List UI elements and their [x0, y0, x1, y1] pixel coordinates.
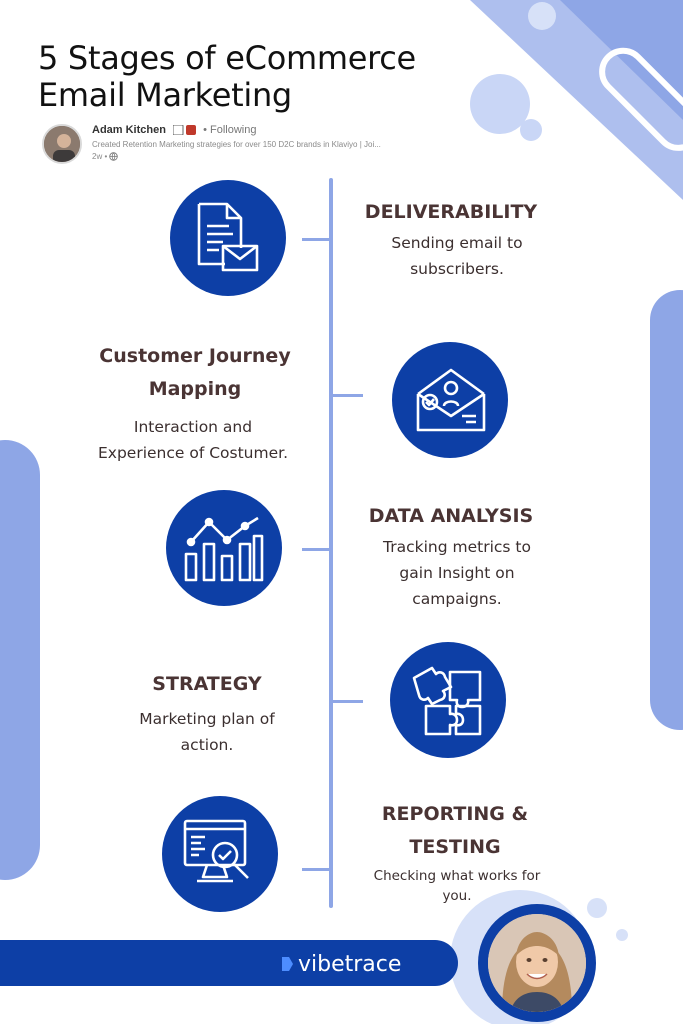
stage-5-desc-line: you. [442, 888, 472, 904]
stage-3-title: DATA ANALYSIS [340, 500, 562, 533]
stage-5-desc-line: Checking what works for [373, 868, 541, 884]
brand-logo[interactable]: vibetrace [280, 950, 401, 978]
vibetrace-logo-icon [282, 957, 293, 971]
author-photo-ring [478, 904, 596, 1022]
stage-5-title-line: REPORTING & [381, 803, 529, 825]
stage-3-desc-line: Tracking metrics to [383, 538, 531, 556]
stage-3-title-line: DATA ANALYSIS [368, 505, 534, 527]
stage-4-title: STRATEGY [96, 668, 318, 701]
stage-4-desc-line: Marketing plan of [139, 710, 275, 728]
stage-2-title-line: Mapping [148, 378, 242, 400]
author-photo [488, 914, 586, 1012]
title-line-2: Email Marketing [38, 76, 292, 114]
timeline-line [329, 178, 333, 908]
page-title: 5 Stages of eCommerce Email Marketing [38, 40, 518, 114]
timeline-tick [302, 238, 332, 241]
timeline-tick [333, 394, 363, 397]
author-avatar[interactable] [42, 124, 82, 164]
stage-1-icon-circle [170, 180, 286, 296]
footer-bar [0, 940, 458, 986]
stage-1-title-line: DELIVERABILITY [364, 201, 538, 223]
stage-2-desc-line: Experience of Costumer. [97, 444, 289, 462]
stage-2-desc-line: Interaction and [133, 418, 253, 436]
stage-4-icon-circle [390, 642, 506, 758]
post-time: 2w • [92, 152, 119, 162]
follow-status[interactable]: • Following [203, 124, 257, 136]
bar-chart-icon [184, 516, 264, 582]
stage-5-icon-circle [162, 796, 278, 912]
post-age: 2w • [92, 152, 108, 161]
timeline-tick [302, 868, 332, 871]
stage-3-desc-line: gain Insight on [399, 564, 515, 582]
stage-4-title-line: STRATEGY [152, 673, 262, 695]
stage-5-description: Checking what works for you. [346, 866, 568, 906]
stage-2-title-line: Customer Journey [99, 345, 291, 367]
stage-3-icon-circle [166, 490, 282, 606]
title-line-1: 5 Stages of eCommerce [38, 39, 416, 77]
stage-5-title-line: TESTING [409, 836, 501, 858]
stage-1-desc-line: Sending email to [391, 234, 523, 252]
timeline-tick [333, 700, 363, 703]
stage-4-description: Marketing plan of action. [96, 706, 318, 758]
stage-2-title: Customer Journey Mapping [70, 340, 320, 406]
stage-3-description: Tracking metrics to gain Insight on camp… [346, 534, 568, 612]
stage-3-desc-line: campaigns. [412, 590, 502, 608]
stage-1-desc-line: subscribers. [410, 260, 504, 278]
author-name-row: Adam Kitchen • Following [92, 124, 256, 136]
monitor-magnifier-icon [183, 819, 249, 883]
document-envelope-icon [197, 202, 259, 272]
stage-1-title: DELIVERABILITY [340, 196, 562, 229]
stage-2-icon-circle [392, 342, 508, 458]
open-envelope-icon [416, 368, 486, 432]
author-name[interactable]: Adam Kitchen [92, 124, 166, 136]
puzzle-icon [412, 666, 482, 736]
brand-name: vibetrace [298, 951, 402, 977]
stage-1-description: Sending email to subscribers. [346, 230, 568, 282]
timeline-tick [302, 548, 332, 551]
globe-icon [109, 152, 119, 162]
author-header: Adam Kitchen • Following Created Retenti… [42, 122, 482, 168]
profile-badge-icon [173, 125, 197, 136]
stage-4-desc-line: action. [180, 736, 234, 754]
stage-5-title: REPORTING & TESTING [344, 798, 566, 864]
author-headline: Created Retention Marketing strategies f… [92, 140, 381, 149]
stage-2-description: Interaction and Experience of Costumer. [68, 414, 318, 466]
